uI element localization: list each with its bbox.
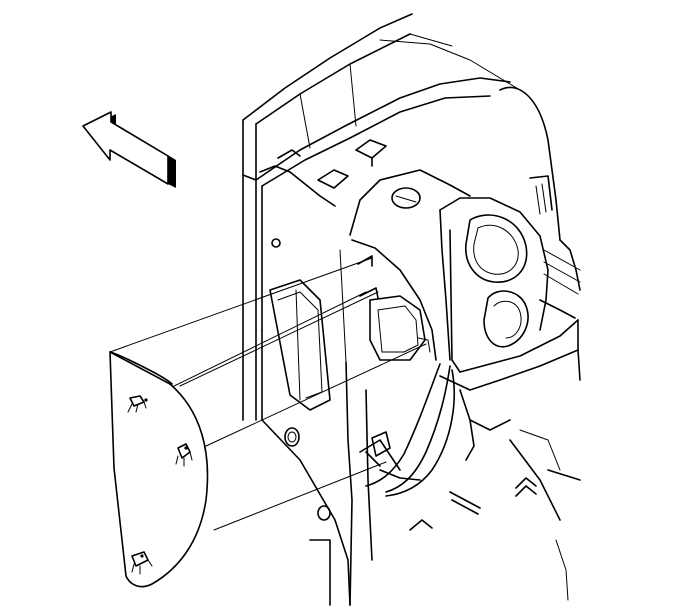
clip-marker [175,443,193,467]
trim-panel-outline [365,363,455,497]
end-cap-panel [109,351,209,588]
instrument-panel-structure [242,13,581,606]
clip-marker [131,551,153,575]
direction-arrow-icon [82,111,176,188]
installation-leader-lines [109,257,427,531]
clip-marker [127,395,148,413]
clip-slots [357,255,431,467]
